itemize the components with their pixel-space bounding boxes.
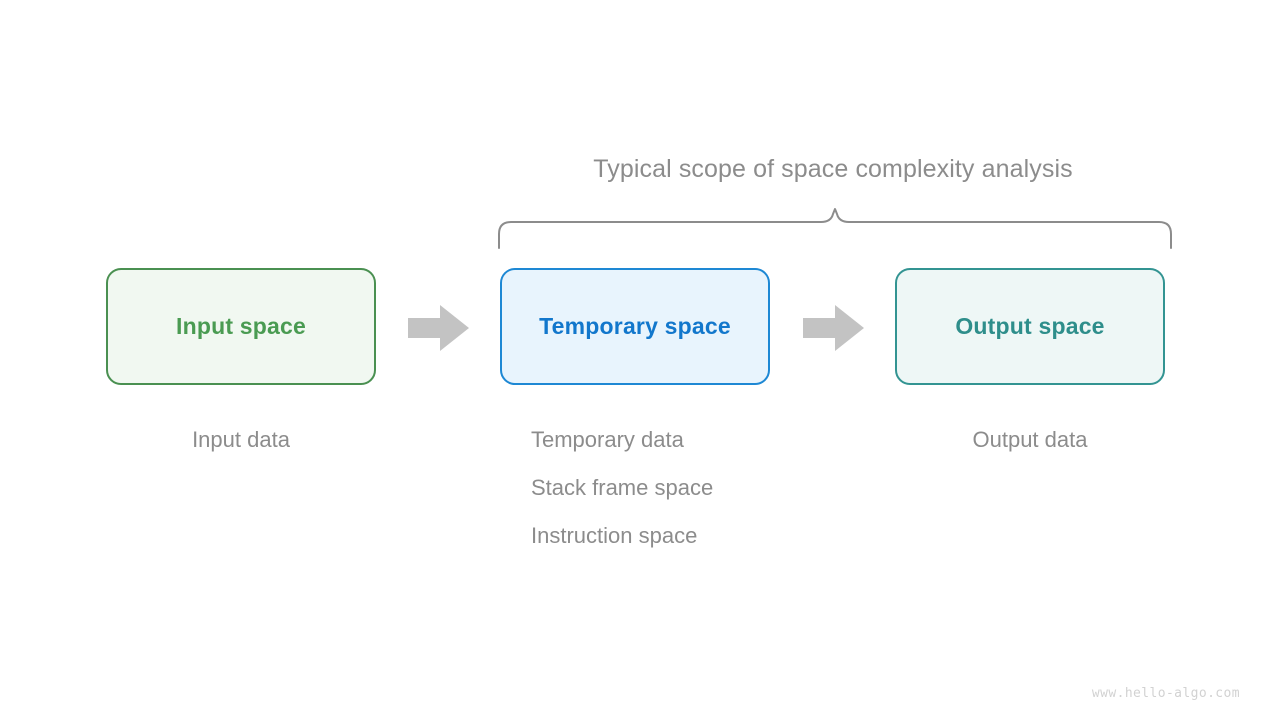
box-temporary-space[interactable]: Temporary space <box>500 268 770 385</box>
box-output-space[interactable]: Output space <box>895 268 1165 385</box>
scope-title: Typical scope of space complexity analys… <box>593 155 1073 183</box>
box-input-space-label: Input space <box>175 313 306 339</box>
box-input-space[interactable]: Input space <box>106 268 376 385</box>
caption-instruction-space: Instruction space <box>531 523 698 548</box>
caption-stack-frame-space: Stack frame space <box>531 475 714 500</box>
caption-temporary-data: Temporary data <box>531 427 684 452</box>
box-output-space-label: Output space <box>955 313 1105 339</box>
caption-input-data: Input data <box>192 427 290 452</box>
arrow-right-icon <box>408 305 469 351</box>
arrow-right-icon <box>803 305 864 351</box>
watermark: www.hello-algo.com <box>1091 686 1240 701</box>
caption-output-data: Output data <box>972 427 1088 452</box>
scope-brace-icon <box>498 208 1172 249</box>
box-temporary-space-label: Temporary space <box>539 313 731 339</box>
caption-temporary-list: Temporary data Stack frame space Instruc… <box>531 427 713 571</box>
